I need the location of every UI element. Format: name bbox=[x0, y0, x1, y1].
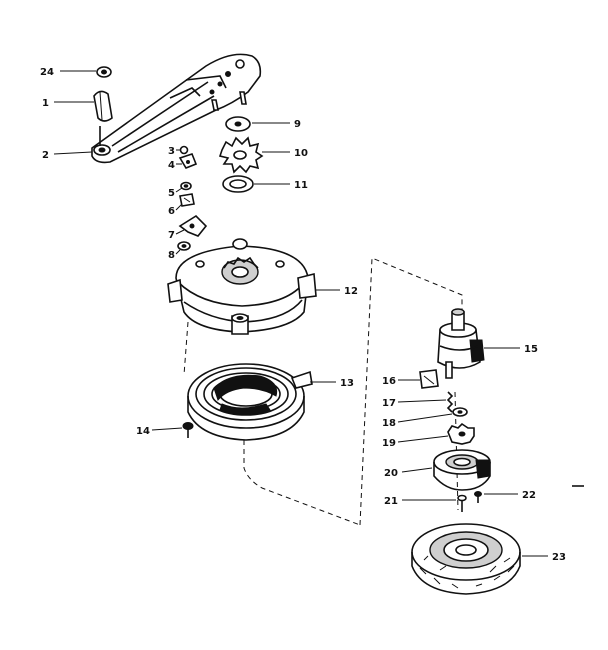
callout-4: 4 bbox=[168, 160, 175, 171]
part-7-link bbox=[178, 214, 208, 237]
callout-10: 10 bbox=[294, 148, 308, 159]
leader-8 bbox=[175, 249, 181, 255]
part-22-small-screw bbox=[474, 491, 482, 503]
leader-17 bbox=[397, 399, 447, 403]
assembly-dashed-line-right bbox=[359, 257, 463, 526]
part-21-screw bbox=[457, 494, 467, 512]
part-17-spring bbox=[446, 391, 454, 413]
part-13-recoil-spring bbox=[187, 363, 313, 441]
leader-14 bbox=[151, 427, 183, 431]
callout-2: 2 bbox=[42, 150, 49, 161]
callout-7: 7 bbox=[168, 230, 175, 241]
part-14-screw bbox=[182, 422, 194, 438]
callout-16: 16 bbox=[382, 376, 396, 387]
leader-18 bbox=[397, 413, 453, 423]
leader-19 bbox=[397, 435, 449, 443]
part-24-nut bbox=[96, 66, 112, 78]
leader-20 bbox=[401, 467, 433, 473]
callout-8: 8 bbox=[168, 250, 175, 261]
callout-6: 6 bbox=[168, 206, 175, 217]
callout-20: 20 bbox=[384, 468, 398, 479]
callout-24: 24 bbox=[40, 67, 54, 78]
callout-13: 13 bbox=[340, 378, 354, 389]
part-6-clip-upper bbox=[179, 193, 195, 207]
callout-5: 5 bbox=[168, 188, 175, 199]
callout-1: 1 bbox=[42, 98, 49, 109]
callout-19: 19 bbox=[382, 438, 396, 449]
callout-23: 23 bbox=[552, 552, 566, 563]
part-8-washer-lower bbox=[177, 241, 191, 251]
callout-22: 22 bbox=[522, 490, 536, 501]
part-18-washer bbox=[452, 407, 468, 417]
leader-6 bbox=[175, 203, 183, 211]
callout-12: 12 bbox=[344, 286, 358, 297]
callout-21: 21 bbox=[384, 496, 398, 507]
leader-5 bbox=[175, 187, 183, 193]
callout-11: 11 bbox=[294, 180, 308, 191]
part-4-pawl bbox=[178, 153, 198, 169]
part-15-pulley bbox=[437, 308, 485, 379]
callout-3: 3 bbox=[168, 146, 175, 157]
part-20-clutch-cup bbox=[433, 449, 491, 491]
callout-15: 15 bbox=[524, 344, 538, 355]
part-3-washer bbox=[179, 145, 189, 155]
part-23-wheel bbox=[411, 523, 521, 595]
assembly-dashed-line-left bbox=[183, 321, 189, 376]
callout-18: 18 bbox=[382, 418, 396, 429]
part-2-control-lever bbox=[91, 53, 262, 164]
part-9-washer bbox=[225, 116, 251, 132]
callout-labels: 24 1 2 3 4 5 6 7 8 9 10 11 12 13 14 15 1… bbox=[40, 67, 566, 563]
leader-7 bbox=[175, 229, 185, 235]
callout-14: 14 bbox=[136, 426, 150, 437]
part-10-spur-gear bbox=[218, 136, 264, 174]
leader-2 bbox=[53, 151, 93, 155]
callout-17: 17 bbox=[382, 398, 396, 409]
part-1-knob bbox=[93, 90, 113, 122]
part-12-starter-housing bbox=[167, 238, 317, 335]
part-16-dog bbox=[419, 369, 439, 389]
part-5-washer bbox=[180, 181, 192, 191]
part-11-flat-washer bbox=[222, 175, 254, 193]
part-19-gear bbox=[447, 422, 475, 445]
assembly-dashed-line-center bbox=[243, 440, 361, 526]
callout-9: 9 bbox=[294, 119, 301, 130]
leader-lines bbox=[53, 70, 548, 557]
